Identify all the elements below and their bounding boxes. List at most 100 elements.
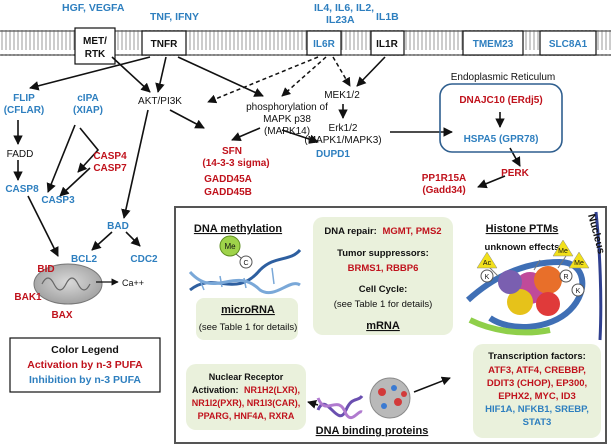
cell-cycle-label: Cell Cycle: — [359, 284, 408, 295]
node-gadd45b: GADD45B — [204, 187, 252, 198]
legend-inhibition: Inhibition by n-3 PUFA — [29, 374, 141, 386]
lysine-label-1: K — [485, 274, 490, 281]
ligand-il1r: IL1B — [376, 11, 399, 23]
nuclear-receptor-genes-3: PPARG, HNF4A, RXRA — [198, 411, 295, 421]
ligand-il6r-line2: IL23A — [326, 14, 355, 26]
tf-blue-1: HIF1A, NFKB1, SREBP, — [485, 404, 589, 415]
nuclear-receptor-label-2: Activation: — [192, 385, 239, 395]
nuclear-receptor-genes-2: NR1I2(PXR), NR1I3(CAR), — [192, 398, 301, 408]
svg-text:DNA repair: MGMT, PMS2: DNA repair: MGMT, PMS2 — [324, 226, 441, 237]
node-bid: BID — [37, 264, 54, 275]
node-pp1r15a-line2: (Gadd34) — [422, 185, 465, 196]
node-mek: MEK1/2 — [324, 90, 360, 101]
arginine-label: R — [563, 274, 568, 281]
node-casp7: CASP7 — [93, 163, 127, 174]
node-ca: Ca++ — [122, 278, 144, 288]
node-fadd: FADD — [7, 149, 34, 160]
histone-sub: unknown effects — [485, 242, 560, 253]
receptor-met-line2: RTK — [85, 49, 106, 60]
node-flip-line1: FLIP — [13, 93, 35, 104]
receptor-tmem23-label: TMEM23 — [473, 39, 514, 50]
acetyl-label: Ac — [483, 260, 492, 267]
methyl-tag-icons: Me Me R K — [552, 239, 590, 297]
node-bax: BAX — [51, 310, 72, 321]
node-dupd1: DUPD1 — [316, 149, 350, 160]
node-bcl2: BCL2 — [71, 254, 98, 265]
nuclear-receptor-box: Nuclear Receptor Activation: NR1H2(LXR),… — [186, 364, 306, 430]
tumor-suppressors-genes: BRMS1, RBBP6 — [348, 263, 419, 274]
microrna-note: (see Table 1 for details) — [199, 322, 298, 333]
node-casp4: CASP4 — [93, 151, 127, 162]
tf-red-1: ATF3, ATF4, CREBBP, — [488, 365, 586, 376]
dna-binding-title: DNA binding proteins — [316, 425, 429, 437]
methyl-group-icon: Me C — [219, 235, 253, 269]
dna-binding-arrows — [307, 376, 451, 409]
node-sfn-line2: (14-3-3 sigma) — [202, 158, 269, 169]
node-flip-line2: (CFLAR) — [4, 105, 45, 116]
ligand-met: HGF, VEGFA — [62, 2, 125, 14]
tf-red-3: EPHX2, MYC, ID3 — [498, 391, 576, 402]
node-akt: AKT/PI3K — [138, 96, 182, 107]
receptor-il1r-label: IL1R — [376, 39, 398, 50]
tf-label: Transcription factors: — [488, 351, 586, 362]
node-p38-line2: MAPK p38 — [263, 114, 311, 125]
node-p38-line3: (MAPK14) — [264, 126, 310, 137]
receptor-il6r: IL6R — [306, 30, 342, 56]
er-label: Endoplasmic Reticulum — [451, 72, 556, 83]
receptor-met-line1: MET/ — [83, 36, 107, 47]
ligand-tnfr: TNF, IFNY — [150, 11, 199, 23]
nuclear-receptor-label-1: Nuclear Receptor — [209, 372, 284, 382]
pathway-arrows — [13, 56, 521, 257]
histone-me-label-2: Me — [574, 260, 584, 267]
node-pp1r15a-line1: PP1R15A — [422, 173, 466, 184]
mitochondrion — [33, 263, 103, 305]
tf-blue-2: STAT3 — [523, 417, 552, 428]
node-cipa-line1: cIPA — [77, 93, 99, 104]
receptor-il6r-label: IL6R — [313, 39, 335, 50]
receptor-tnfr-label: TNFR — [151, 39, 178, 50]
histone-me-label-1: Me — [558, 248, 568, 255]
node-gadd45a: GADD45A — [204, 174, 252, 185]
transcription-factors-box: Transcription factors: ATF3, ATF4, CREBB… — [473, 344, 601, 438]
node-sfn-line1: SFN — [222, 146, 242, 157]
dna-methylation-title: DNA methylation — [194, 223, 282, 235]
node-bad: BAD — [107, 221, 129, 232]
legend-title: Color Legend — [51, 344, 119, 356]
histone-ptms-title: Histone PTMs — [486, 223, 559, 235]
svg-text:Activation: NR1H2(LXR),: Activation: NR1H2(LXR), — [192, 385, 300, 395]
node-casp8: CASP8 — [5, 184, 39, 195]
dna-repair-genes: MGMT, PMS2 — [382, 226, 441, 237]
node-bak1: BAK1 — [14, 292, 42, 303]
node-casp3: CASP3 — [41, 195, 75, 206]
node-erk-line2: (MAPK1/MAPK3) — [304, 135, 381, 146]
color-legend: Color Legend Activation by n-3 PUFA Inhi… — [9, 337, 161, 393]
receptor-il1r: IL1R — [370, 30, 405, 56]
node-perk: PERK — [501, 168, 530, 179]
microrna-box: microRNA (see Table 1 for details) — [196, 298, 298, 340]
tf-red-2: DDIT3 (CHOP), EP300, — [487, 378, 587, 389]
node-dnajc10: DNAJC10 (ERdj5) — [459, 95, 542, 106]
node-p38-line1: phosphorylation of — [246, 102, 328, 113]
microrna-title: microRNA — [221, 304, 275, 316]
tumor-suppressors-label: Tumor suppressors: — [337, 248, 429, 259]
receptor-slc8a1-label: SLC8A1 — [549, 39, 588, 50]
histone-nucleosome-icon — [465, 255, 586, 336]
nuclear-receptor-genes-1: NR1H2(LXR), — [244, 385, 300, 395]
receptor-tnfr: TNFR — [141, 30, 187, 56]
ligand-il6r-line1: IL4, IL6, IL2, — [314, 2, 374, 14]
er-box — [439, 83, 563, 153]
legend-activation: Activation by n-3 PUFA — [27, 359, 143, 371]
receptor-slc8a1: SLC8A1 — [539, 30, 597, 56]
dna-repair-label: DNA repair: — [324, 226, 376, 237]
cell-cycle-note: (see Table 1 for details) — [334, 299, 433, 310]
mrna-title: mRNA — [366, 320, 400, 332]
lysine-label-2: K — [576, 288, 581, 295]
node-hspa5: HSPA5 (GPR78) — [464, 134, 539, 145]
node-cdc2: CDC2 — [130, 254, 158, 265]
acetyl-tag-icon: Ac K — [476, 251, 498, 283]
node-erk-line1: Erk1/2 — [329, 123, 358, 134]
receptor-tmem23: TMEM23 — [462, 30, 524, 56]
dna-binding-icon — [316, 377, 411, 420]
receptor-met: MET/ RTK — [74, 27, 116, 65]
